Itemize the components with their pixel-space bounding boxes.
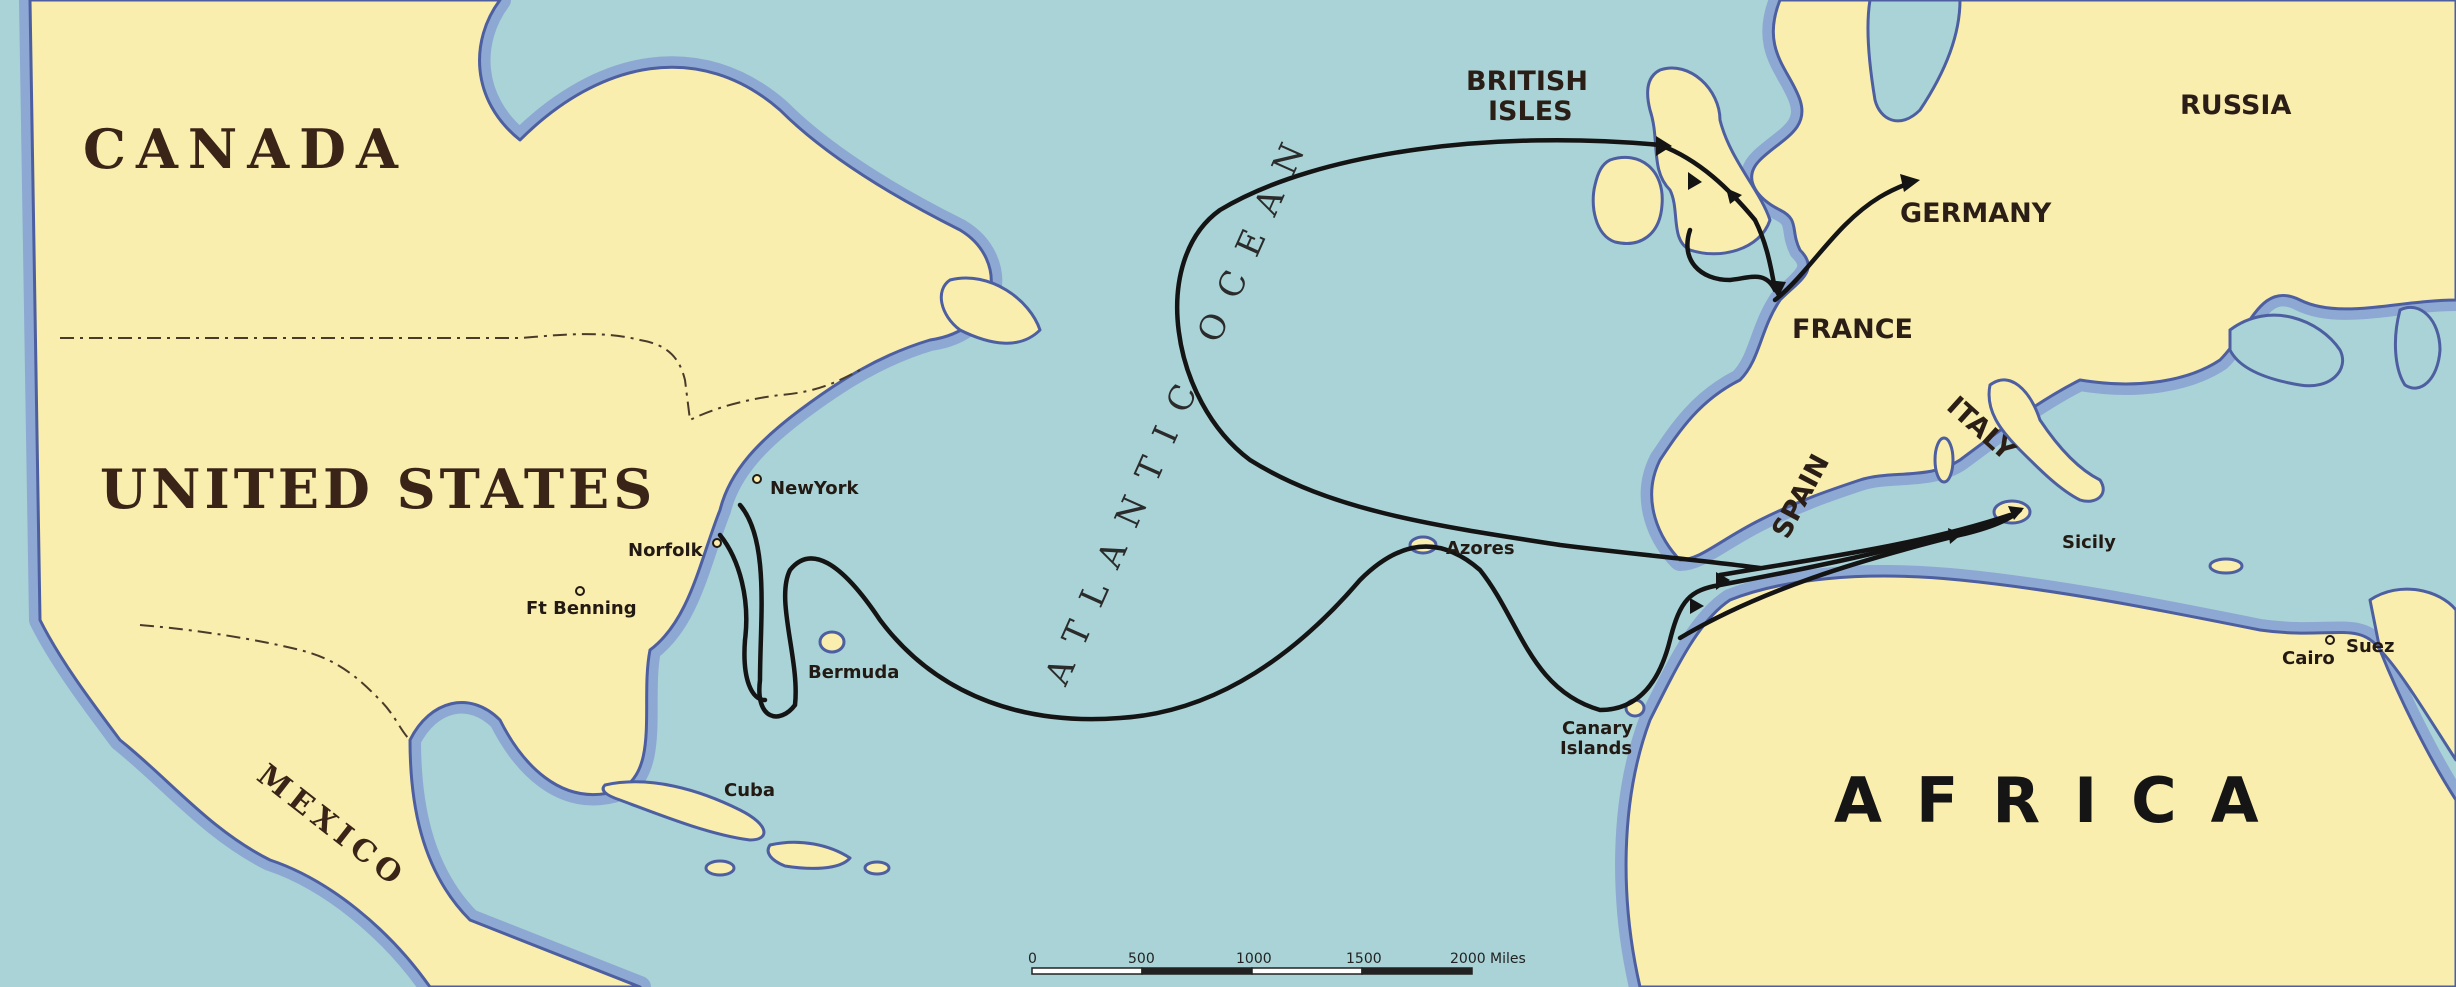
city-dot-norfolk <box>712 538 722 548</box>
us-mexico-border <box>139 624 411 741</box>
route-arrows <box>1656 136 2024 614</box>
label-canary-2: Islands <box>1560 738 1633 759</box>
city-dot-ft-benning <box>575 586 585 596</box>
route-mediterranean <box>1677 507 2023 641</box>
scale-tick-500: 500 <box>1128 951 1155 967</box>
scale-unit: Miles <box>1490 951 1526 967</box>
label-cairo: Cairo <box>2282 648 2335 669</box>
arrow-head <box>1688 172 1702 190</box>
label-canary-1: Canary <box>1562 718 1633 739</box>
cyprus-island <box>2208 557 2244 575</box>
arrow-head <box>1768 280 1786 298</box>
label-france: FRANCE <box>1792 314 1913 345</box>
great-britain-land <box>1646 66 1772 256</box>
label-bermuda: Bermuda <box>808 662 900 683</box>
baltic-sea <box>1866 0 1962 123</box>
label-africa: AFRICA <box>1834 764 2293 837</box>
borders <box>60 333 861 741</box>
label-azores: Azores <box>1446 538 1515 559</box>
city-markers <box>575 474 2335 645</box>
arrow-head <box>1656 136 1672 156</box>
route-norfolk <box>717 532 768 703</box>
jamaica-island <box>704 859 736 877</box>
label-norfolk: Norfolk <box>628 540 703 561</box>
route-to-germany <box>1772 179 1915 303</box>
bermuda-island <box>818 630 846 654</box>
cuba-land <box>601 780 766 842</box>
route-southern <box>737 502 2003 722</box>
scale-bar-segment <box>1141 967 1253 975</box>
route-britain-loop <box>1685 227 1778 293</box>
north-america-land <box>28 0 993 987</box>
convoy-routes <box>717 138 2023 722</box>
caspian-sea <box>2394 306 2442 390</box>
scale-tick-2000: 2000 <box>1450 951 1486 967</box>
route-northern-loop <box>1174 138 1763 571</box>
label-british-isles-1: BRITISH <box>1466 66 1588 97</box>
label-cuba: Cuba <box>724 780 776 801</box>
label-new-york: NewYork <box>770 478 859 499</box>
arrow-head <box>1948 528 1962 544</box>
route-atlantic-return <box>1717 512 2013 578</box>
black-sea <box>2228 313 2345 388</box>
city-dot-cairo <box>2325 635 2335 645</box>
us-canada-border <box>60 333 861 422</box>
arrow-head <box>2008 506 2024 520</box>
label-sicily: Sicily <box>2062 532 2116 553</box>
scale-tick-1500: 1500 <box>1346 951 1382 967</box>
label-ft-benning: Ft Benning <box>526 598 637 619</box>
ireland-land <box>1591 155 1664 245</box>
route-channel <box>1657 142 1778 293</box>
sardinia-island <box>1933 436 1955 484</box>
label-germany: GERMANY <box>1900 198 2052 229</box>
hispaniola-land <box>766 840 852 870</box>
arrow-head <box>1900 174 1920 192</box>
puerto-rico-island <box>863 860 891 876</box>
label-russia: RUSSIA <box>2180 90 2292 121</box>
scale-bar-segment <box>1361 967 1473 975</box>
inland-seas <box>1866 0 2442 390</box>
scale-tick-1000: 1000 <box>1236 951 1272 967</box>
scale-bar <box>1031 967 1473 975</box>
label-canada: CANADA <box>83 117 408 181</box>
arrow-head <box>1716 572 1730 590</box>
label-united-states: UNITED STATES <box>100 457 657 521</box>
label-british-isles-2: ISLES <box>1488 96 1573 127</box>
label-suez: Suez <box>2346 636 2395 657</box>
city-dot-new-york <box>752 474 762 484</box>
scale-bar-segment <box>1251 967 1363 975</box>
nova-scotia-land <box>939 276 1042 345</box>
scale-tick-0: 0 <box>1028 951 1037 967</box>
arrow-head <box>1726 188 1742 204</box>
italy-land <box>1987 378 2105 503</box>
arrow-head <box>1690 598 1704 614</box>
scale-bar-segment <box>1031 967 1143 975</box>
